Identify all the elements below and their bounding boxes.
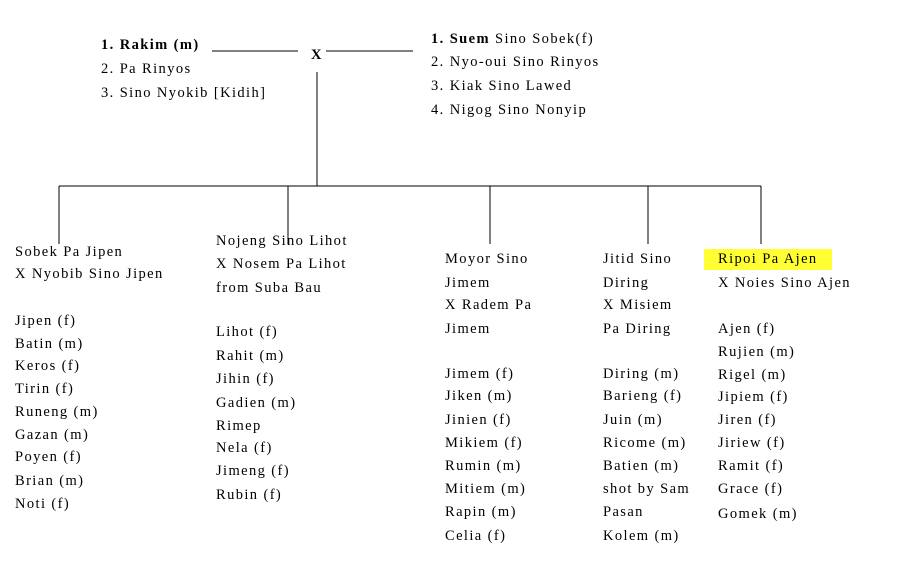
grandchild-item: Noti (f) bbox=[15, 496, 71, 512]
grandchild-item: Batin (m) bbox=[15, 336, 84, 352]
grandchild-item: Runeng (m) bbox=[15, 404, 99, 420]
grandchild-item: Batien (m) bbox=[603, 458, 680, 474]
father-name-1: 1. Rakim (m) bbox=[101, 38, 200, 53]
child-name: Ripoi Pa Ajen bbox=[704, 249, 832, 270]
mother-alt-name-4: Nigog Sino Nonyip bbox=[449, 102, 588, 118]
grandchild-item: Celia (f) bbox=[445, 528, 507, 544]
grandchild-item: Nela (f) bbox=[216, 440, 273, 456]
spouse-line: X Noies Sino Ajen bbox=[718, 275, 851, 291]
grandchild-item: Juin (m) bbox=[603, 412, 663, 428]
father-name-2: 2. Pa Rinyos bbox=[101, 62, 192, 77]
mother-name-3: 3. Kiak Sino Lawed bbox=[431, 79, 572, 94]
father-alt-name-3: Sino Nyokib [Kidih] bbox=[119, 85, 267, 101]
grandchild-item: Ramit (f) bbox=[718, 458, 785, 474]
spouse-line: X Nosem Pa Lihot bbox=[216, 256, 347, 272]
spouse-line: from Suba Bau bbox=[216, 280, 322, 296]
father-num-3: 3. bbox=[101, 85, 115, 101]
grandchild-item: Gadien (m) bbox=[216, 395, 297, 411]
grandchild-item: Jinien (f) bbox=[445, 412, 512, 428]
grandchild-item: Tirin (f) bbox=[15, 381, 75, 397]
grandchild-item: Keros (f) bbox=[15, 358, 81, 374]
marriage-symbol: X bbox=[311, 47, 323, 63]
spouse-line: Pa Diring bbox=[603, 321, 672, 337]
grandchild-item: Jiriew (f) bbox=[718, 435, 786, 451]
spouse-line: Jimem bbox=[445, 275, 491, 291]
father-main-name: Rakim bbox=[119, 37, 169, 53]
spouse-line: X Misiem bbox=[603, 297, 673, 313]
spouse-line: X Nyobib Sino Jipen bbox=[15, 266, 164, 282]
grandchild-item: Mitiem (m) bbox=[445, 481, 527, 497]
grandchild-item: Rubin (f) bbox=[216, 487, 283, 503]
child-name: Nojeng Sino Lihot bbox=[216, 233, 348, 249]
grandchild-item: Jiken (m) bbox=[445, 388, 513, 404]
father-num-2: 2. bbox=[101, 61, 115, 77]
father-alt-name-2: Pa Rinyos bbox=[119, 61, 192, 77]
grandchild-item: Rumin (m) bbox=[445, 458, 522, 474]
mother-num-2: 2. bbox=[431, 54, 445, 70]
grandchild-item: Jipiem (f) bbox=[718, 389, 789, 405]
mother-alt-name-3: Kiak Sino Lawed bbox=[449, 78, 573, 94]
grandchild-item: Kolem (m) bbox=[603, 528, 680, 544]
grandchild-item: Rahit (m) bbox=[216, 348, 285, 364]
spouse-line: X Radem Pa bbox=[445, 297, 533, 313]
grandchild-item: Grace (f) bbox=[718, 481, 784, 497]
grandchild-item: Gomek (m) bbox=[718, 506, 798, 522]
grandchild-item: Brian (m) bbox=[15, 473, 85, 489]
grandchild-item: Gazan (m) bbox=[15, 427, 90, 443]
mother-num-1: 1. bbox=[431, 31, 445, 47]
mother-name-2: 2. Nyo-oui Sino Rinyos bbox=[431, 55, 600, 70]
grandchild-item: Barieng (f) bbox=[603, 388, 683, 404]
grandchild-item: Rujien (m) bbox=[718, 344, 796, 360]
grandchild-item: Jihin (f) bbox=[216, 371, 275, 387]
grandchild-item: Jimeng (f) bbox=[216, 463, 290, 479]
father-name-3: 3. Sino Nyokib [Kidih] bbox=[101, 86, 266, 101]
grandchild-item: Lihot (f) bbox=[216, 324, 279, 340]
mother-name-4: 4. Nigog Sino Nonyip bbox=[431, 103, 587, 118]
spouse-line: Diring bbox=[603, 275, 650, 291]
grandchild-item: Jiren (f) bbox=[718, 412, 777, 428]
father-sex: (m) bbox=[173, 37, 200, 53]
child-name: Jitid Sino bbox=[603, 251, 673, 267]
grandchild-item: Ajen (f) bbox=[718, 321, 776, 337]
child-name: Sobek Pa Jipen bbox=[15, 244, 124, 260]
mother-num-3: 3. bbox=[431, 78, 445, 94]
mother-note: Sino Sobek(f) bbox=[495, 31, 595, 47]
grandchild-item: Jipen (f) bbox=[15, 313, 77, 329]
grandchild-item: Mikiem (f) bbox=[445, 435, 524, 451]
father-num-1: 1. bbox=[101, 37, 115, 53]
spouse-line: Jimem bbox=[445, 321, 491, 337]
grandchild-item: Rapin (m) bbox=[445, 504, 517, 520]
grandchild-item: Jimem (f) bbox=[445, 366, 515, 382]
mother-name-1: 1. Suem Sino Sobek(f) bbox=[431, 32, 594, 47]
grandchild-item: Rigel (m) bbox=[718, 367, 787, 383]
grandchild-item: Pasan bbox=[603, 504, 644, 520]
mother-main-name: Suem bbox=[449, 31, 490, 47]
grandchild-item: Ricome (m) bbox=[603, 435, 687, 451]
grandchild-item: Diring (m) bbox=[603, 366, 680, 382]
grandchild-item: shot by Sam bbox=[603, 481, 691, 497]
mother-num-4: 4. bbox=[431, 102, 445, 118]
mother-alt-name-2: Nyo-oui Sino Rinyos bbox=[449, 54, 600, 70]
child-name: Moyor Sino bbox=[445, 251, 529, 267]
grandchild-item: Rimep bbox=[216, 418, 262, 434]
grandchild-item: Poyen (f) bbox=[15, 449, 82, 465]
